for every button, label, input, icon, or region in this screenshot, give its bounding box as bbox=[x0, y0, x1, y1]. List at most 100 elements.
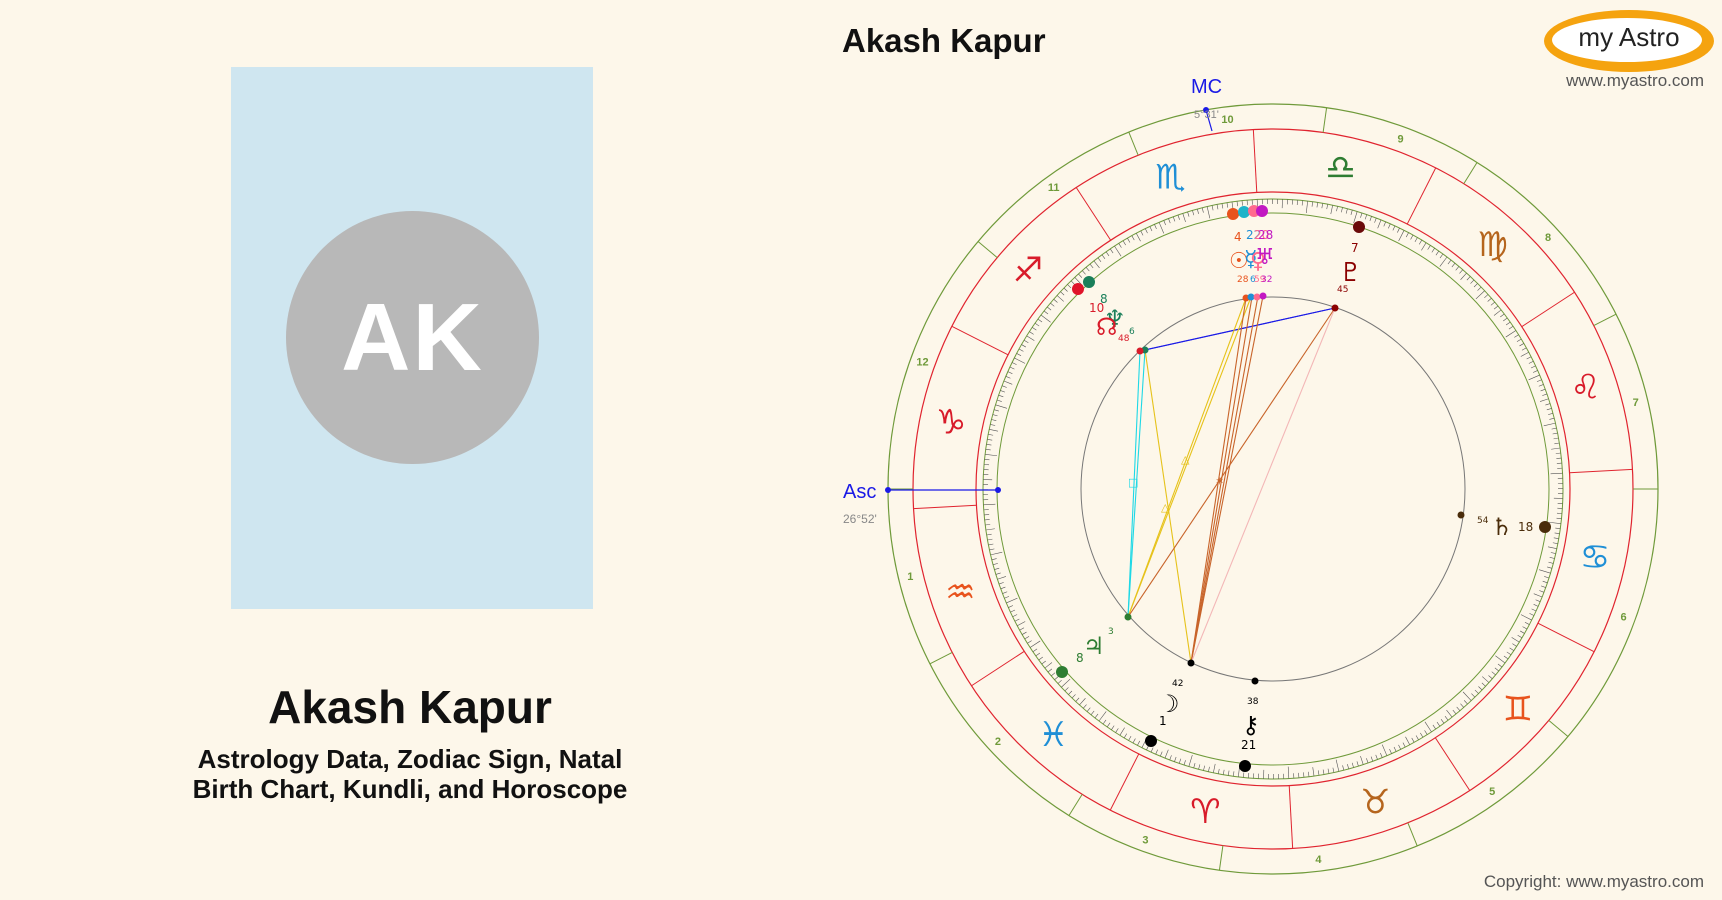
degree-tick bbox=[1512, 643, 1517, 647]
aquarius-icon: ♒ bbox=[945, 572, 975, 612]
degree-tick bbox=[1519, 630, 1525, 634]
house-number: 12 bbox=[916, 356, 928, 368]
degree-tick bbox=[1332, 767, 1335, 773]
degree-tick bbox=[1082, 270, 1086, 275]
degree-tick bbox=[1543, 422, 1556, 427]
degree-ticks bbox=[983, 199, 1563, 779]
degree-tick bbox=[1029, 331, 1034, 335]
degree-tick bbox=[1466, 276, 1471, 281]
degree-tick bbox=[1014, 357, 1026, 364]
leo-icon: ♌ bbox=[1570, 368, 1600, 408]
degree-tick bbox=[1533, 593, 1543, 598]
aspect-line bbox=[1190, 307, 1336, 664]
degree-tick bbox=[1122, 240, 1126, 246]
degree-tick bbox=[1118, 243, 1122, 248]
degree-tick bbox=[987, 538, 993, 541]
degree-tick bbox=[1493, 309, 1502, 316]
degree-tick bbox=[1444, 716, 1449, 721]
degree-tick bbox=[1169, 755, 1172, 761]
gemini-icon: ♊ bbox=[1503, 690, 1533, 730]
degree-tick bbox=[1351, 762, 1354, 768]
degree-tick bbox=[1380, 752, 1383, 758]
jupiter-ring-dot bbox=[1056, 666, 1068, 678]
degree-tick bbox=[1000, 390, 1006, 393]
mc-line bbox=[1205, 109, 1213, 132]
degree-tick bbox=[1018, 348, 1024, 352]
degree-tick bbox=[1008, 605, 1014, 608]
degree-tick bbox=[1549, 557, 1555, 559]
degree-tick bbox=[1503, 655, 1509, 660]
sign-boundary bbox=[913, 504, 977, 510]
degree-tick bbox=[1110, 248, 1114, 254]
house-number: 5 bbox=[1489, 786, 1495, 798]
page-subtitle: Astrology Data, Zodiac Sign, Natal Birth… bbox=[110, 744, 710, 804]
degree-tick bbox=[1227, 770, 1230, 776]
pluto-degree: 7 bbox=[1351, 241, 1359, 255]
aspect-points bbox=[1124, 292, 1465, 685]
degree-tick bbox=[1172, 216, 1176, 222]
degree-tick bbox=[1043, 310, 1049, 315]
square-aspect-symbol: □ bbox=[1128, 476, 1138, 489]
degree-tick bbox=[1556, 517, 1562, 519]
degree-tick bbox=[1064, 687, 1069, 692]
degree-tick bbox=[1106, 722, 1111, 728]
libra-icon: ♎ bbox=[1325, 148, 1355, 188]
degree-tick bbox=[1241, 200, 1243, 206]
degree-tick bbox=[1037, 318, 1043, 323]
degree-tick bbox=[991, 558, 997, 561]
aspect-point bbox=[1253, 293, 1261, 301]
degree-tick bbox=[1418, 239, 1423, 245]
mercury-minute: 6 bbox=[1250, 275, 1256, 285]
zodiac-signs: ♈♉♊♋♌♍♎♏♐♑♒♓ bbox=[936, 148, 1610, 832]
degree-tick bbox=[1539, 398, 1549, 402]
aspect-line bbox=[1127, 349, 1146, 618]
aspect-line bbox=[1144, 349, 1192, 664]
degree-tick bbox=[1366, 758, 1369, 764]
degree-tick bbox=[1093, 260, 1100, 269]
degree-tick bbox=[1038, 656, 1043, 661]
degree-tick bbox=[1145, 228, 1148, 234]
degree-tick bbox=[992, 563, 998, 565]
degree-ring-outer bbox=[982, 198, 1564, 780]
degree-tick bbox=[994, 567, 1000, 570]
degree-tick bbox=[1347, 764, 1349, 770]
degree-tick bbox=[1432, 724, 1436, 730]
degree-tick bbox=[1536, 379, 1542, 382]
degree-tick bbox=[1540, 388, 1546, 392]
degree-tick bbox=[1321, 203, 1324, 209]
degree-tick bbox=[1360, 755, 1364, 765]
degree-tick bbox=[1053, 299, 1058, 303]
degree-tick bbox=[1034, 322, 1040, 327]
myastro-logo[interactable]: my Astro bbox=[1544, 10, 1714, 72]
degree-tick bbox=[1530, 365, 1536, 369]
degree-tick bbox=[1111, 725, 1115, 730]
avatar-card: AK bbox=[231, 67, 593, 609]
degree-tick bbox=[1041, 660, 1046, 665]
moon-degree: 1 bbox=[1159, 714, 1167, 728]
degree-tick bbox=[1528, 374, 1540, 381]
degree-tick bbox=[1132, 738, 1136, 744]
mercury-degree: 22 bbox=[1246, 228, 1261, 242]
site-url-link[interactable]: www.myastro.com bbox=[1566, 71, 1704, 90]
degree-tick bbox=[1552, 542, 1558, 544]
house-number: 10 bbox=[1221, 114, 1233, 126]
house-number: 1 bbox=[907, 571, 913, 583]
chiron-ring-dot bbox=[1239, 760, 1251, 772]
asc-marker bbox=[885, 487, 891, 493]
degree-tick bbox=[1164, 749, 1169, 759]
degree-tick bbox=[1524, 621, 1530, 625]
degree-ring-inner bbox=[996, 212, 1550, 766]
degree-tick bbox=[1360, 212, 1363, 218]
aspect-line bbox=[1190, 295, 1264, 664]
degree-tick bbox=[1439, 256, 1448, 267]
house-number: 6 bbox=[1620, 612, 1626, 624]
degree-tick bbox=[1553, 537, 1559, 540]
aspect-line bbox=[1127, 297, 1247, 618]
house-cusp bbox=[977, 241, 998, 258]
degree-tick bbox=[983, 503, 996, 506]
degree-tick bbox=[1035, 652, 1041, 657]
degree-tick bbox=[1452, 709, 1457, 715]
degree-tick bbox=[1487, 298, 1492, 302]
aries-icon: ♈ bbox=[1190, 792, 1220, 832]
aspect-line bbox=[1127, 350, 1141, 618]
